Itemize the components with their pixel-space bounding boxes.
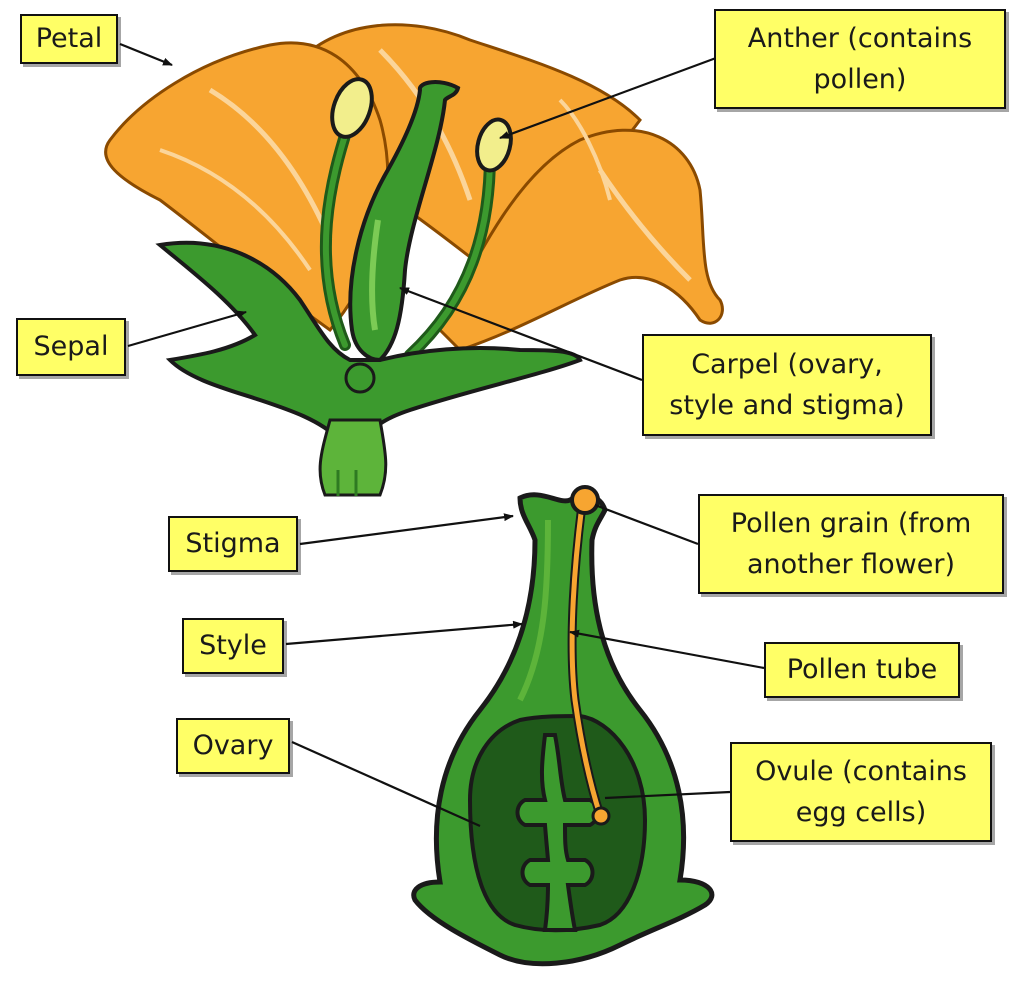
carpel-cross-section (414, 487, 712, 964)
label-pollen-tube: Pollen tube (764, 642, 960, 698)
label-anther: Anther (contains pollen) (714, 9, 1006, 109)
stem (320, 420, 386, 495)
label-stigma: Stigma (168, 516, 298, 572)
label-style: Style (182, 618, 284, 674)
label-ovule: Ovule (contains egg cells) (730, 742, 992, 842)
top-flower (106, 25, 723, 496)
leader-petal (120, 44, 172, 65)
label-petal: Petal (20, 14, 118, 64)
leader-style (286, 624, 522, 644)
leader-stigma (300, 516, 513, 544)
label-ovary: Ovary (176, 718, 290, 774)
leader-sepal (128, 312, 246, 346)
pollen-grain (572, 487, 598, 513)
label-carpel: Carpel (ovary, style and stigma) (642, 334, 932, 436)
label-sepal: Sepal (16, 318, 126, 376)
label-pollen-grain: Pollen grain (from another flower) (698, 494, 1004, 594)
leader-pollen-grain (595, 505, 698, 544)
ovule (593, 808, 609, 824)
